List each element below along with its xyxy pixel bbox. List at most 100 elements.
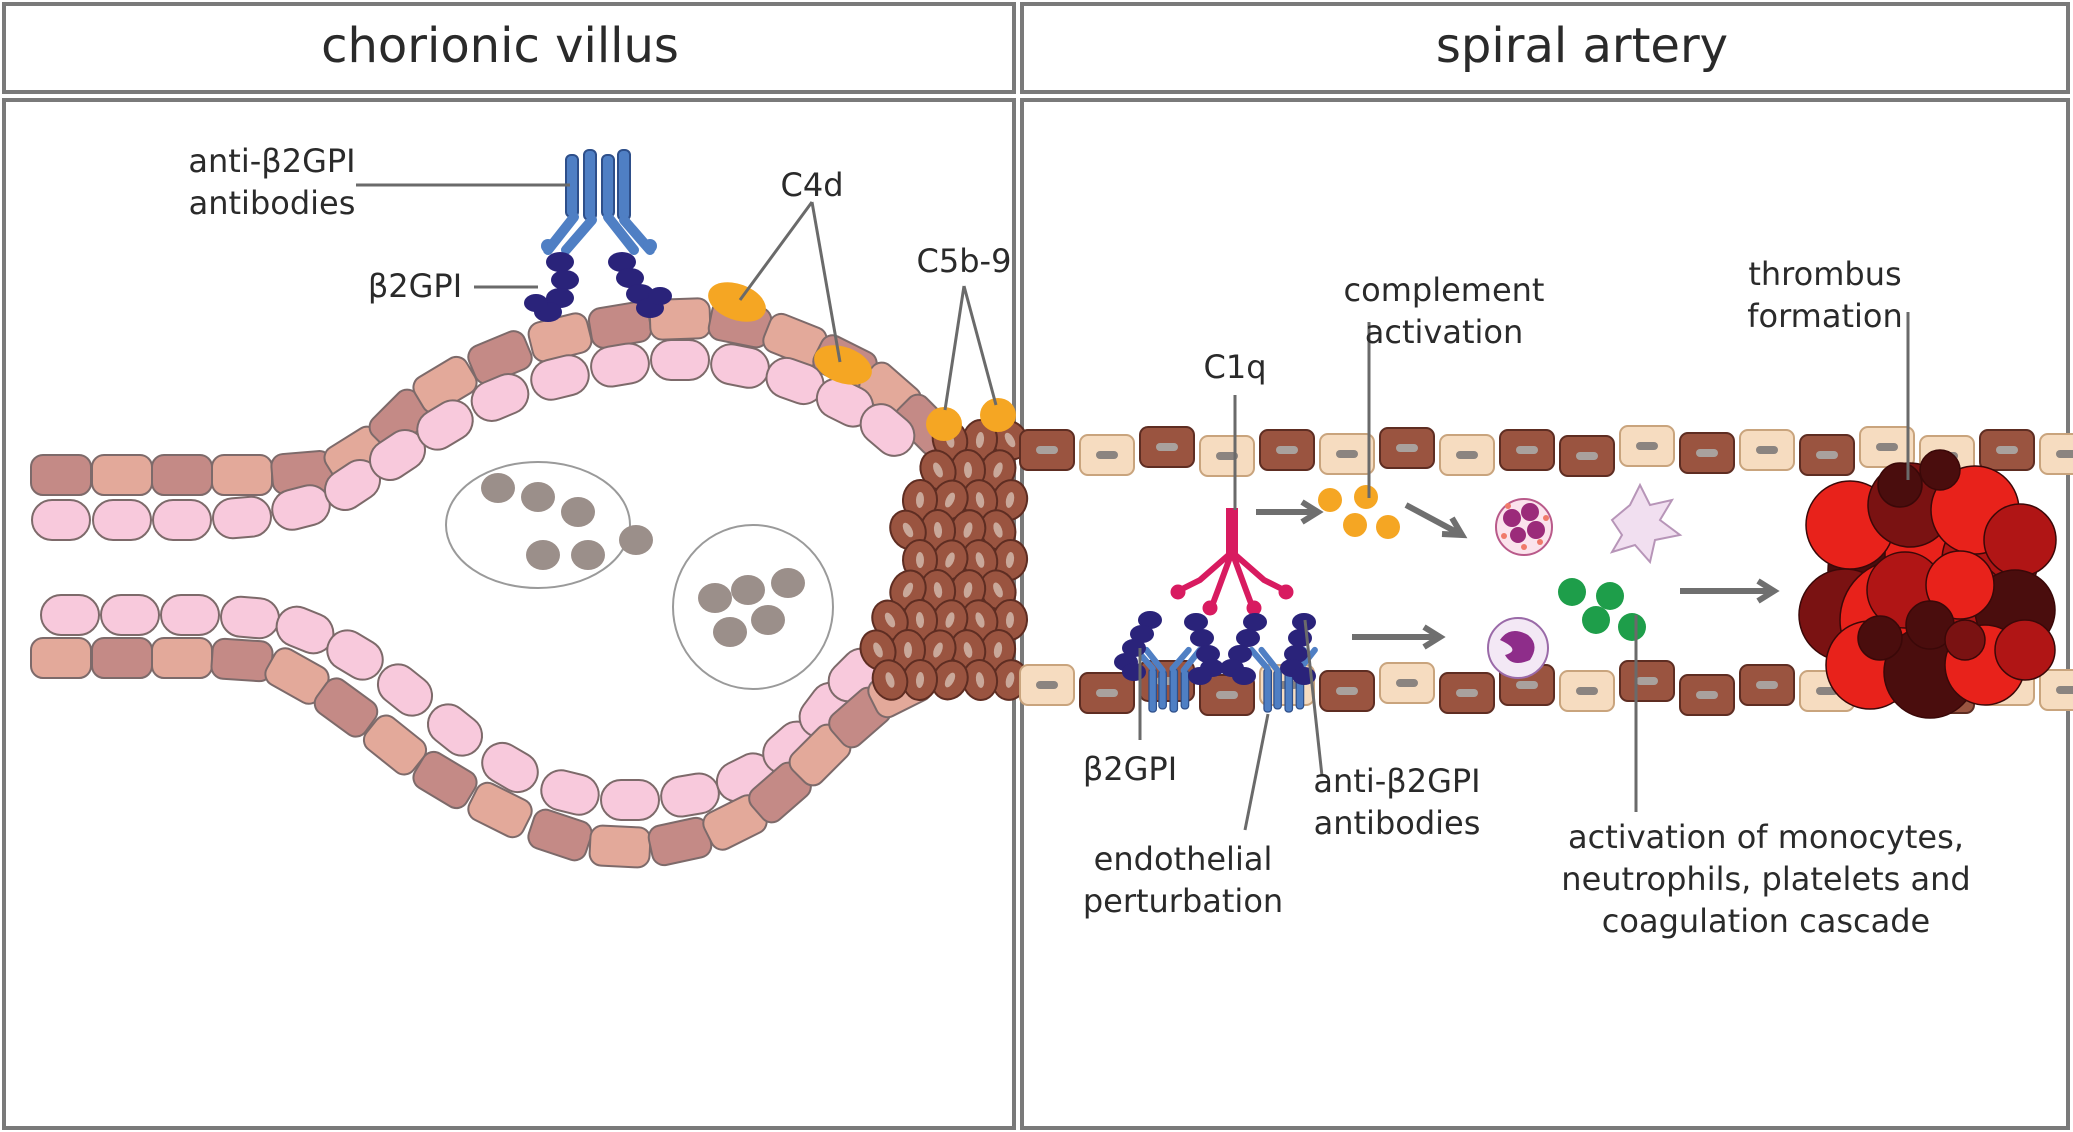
- b2gpi-icon: [1220, 613, 1267, 685]
- label-b2gpi-left: β2GPI: [368, 267, 462, 305]
- trophoblast-cell: [92, 499, 152, 541]
- trophoblast-cell: [151, 637, 213, 679]
- thrombus-cell: [1857, 615, 1903, 661]
- trophoblast-cell: [590, 342, 650, 388]
- trophoblast-cell: [470, 373, 530, 422]
- label-c1q: C1q: [1203, 348, 1266, 386]
- endothelial-cell: [1739, 429, 1795, 471]
- trophoblast-cell: [30, 637, 92, 679]
- monocyte-icon: [1487, 617, 1549, 679]
- right-panel-title: spiral artery: [1436, 18, 1728, 74]
- thrombus-icon: [1798, 449, 2057, 719]
- thrombus-cell: [1983, 503, 2057, 577]
- c4d-complement-icon: [708, 282, 872, 385]
- arrow-complement-to-cells: [1404, 502, 1464, 538]
- trophoblast-cell: [211, 454, 273, 496]
- trophoblast-cell: [220, 595, 280, 640]
- label-anti-b2gpi-left: anti-β2GPI: [188, 142, 355, 180]
- cluster-cell: [961, 659, 999, 701]
- thrombus-cell: [1919, 449, 1961, 491]
- thrombus-cell: [1994, 619, 2056, 681]
- trophoblast-cell: [376, 663, 434, 717]
- trophoblast-cell: [91, 454, 153, 496]
- c5b9-complement-icon: [926, 398, 1016, 441]
- arrowhead: [1422, 624, 1446, 650]
- endothelial-cell: [1079, 434, 1135, 476]
- trophoblast-cell: [467, 781, 533, 839]
- endothelial-cell: [1259, 429, 1315, 471]
- b2gpi-icon: [1114, 611, 1162, 681]
- endothelial-cell: [1859, 426, 1915, 468]
- label-activation: activation: [1365, 313, 1523, 351]
- trophoblast-cell: [650, 339, 710, 381]
- label-activation-line3: coagulation cascade: [1602, 902, 1930, 940]
- trophoblast-cell: [540, 769, 600, 816]
- trophoblast-cell: [100, 594, 160, 636]
- endothelial-cell: [1799, 434, 1855, 476]
- endothelial-cell: [2039, 433, 2073, 475]
- process-arrows: [1256, 499, 1780, 650]
- endothelial-cell: [1739, 664, 1795, 706]
- label-b2gpi-right: β2GPI: [1083, 750, 1177, 788]
- trophoblast-cell: [30, 454, 92, 496]
- arrowhead: [1300, 499, 1324, 525]
- trophoblast-cell: [210, 637, 274, 683]
- endothelial-cell: [1439, 434, 1495, 476]
- endothelial-cell: [1319, 433, 1375, 475]
- endothelial-cell: [1619, 425, 1675, 467]
- label-endothelial: endothelial: [1094, 840, 1273, 878]
- endothelial-cell: [1679, 432, 1735, 474]
- endothelial-cell: [1559, 670, 1615, 712]
- endothelial-cell: [1619, 660, 1675, 702]
- trophoblast-cell: [91, 637, 153, 679]
- trophoblast-cell: [326, 629, 384, 681]
- trophoblast-cell: [859, 403, 916, 457]
- b2gpi-icon: [524, 252, 672, 322]
- arrowhead: [1756, 578, 1780, 604]
- trophoblast-cell: [160, 594, 220, 636]
- arrowhead: [1441, 516, 1468, 539]
- endothelial-cell: [1379, 662, 1435, 704]
- endothelial-cell: [1979, 429, 2035, 471]
- label-activation-line2: neutrophils, platelets and: [1561, 860, 1970, 898]
- endothelial-cell: [1199, 435, 1255, 477]
- trophoblast-cell: [362, 714, 428, 776]
- leader-lines: [356, 183, 1910, 831]
- thrombus-cell: [1925, 550, 1995, 620]
- endothelial-cell: [1019, 429, 1075, 471]
- trophoblast-cell: [151, 454, 213, 496]
- left-title-box: [2, 2, 1016, 94]
- platelet-activation-icon: [1558, 578, 1646, 641]
- label-c5b9: C5b-9: [917, 242, 1012, 280]
- extravillous-trophoblast-cluster: [859, 419, 1029, 701]
- endothelial-cell: [1079, 672, 1135, 714]
- trophoblast-cell: [212, 495, 272, 540]
- c1q-icon: [1170, 508, 1294, 616]
- label-antibodies-right: antibodies: [1314, 804, 1481, 842]
- label-complement: complement: [1344, 271, 1545, 309]
- endothelial-cell: [1559, 435, 1615, 477]
- thrombus-cell: [1877, 462, 1923, 508]
- label-thrombus: thrombus: [1748, 255, 1901, 293]
- cluster-cell: [901, 659, 939, 701]
- fetal-vessel-2: [672, 524, 834, 690]
- antibody-icon: [541, 149, 657, 255]
- left-panel-title: chorionic villus: [321, 18, 679, 74]
- label-antibodies-left: antibodies: [189, 184, 356, 222]
- trophoblast-cell: [527, 808, 593, 862]
- labels: anti-β2GPI antibodies β2GPI C4d C5b-9 co…: [188, 142, 1970, 940]
- antibody-icon: [1133, 646, 1203, 713]
- chorionic-villus: [30, 297, 957, 869]
- cluster-cell: [871, 659, 909, 701]
- cluster-cell: [901, 479, 939, 521]
- trophoblast-cell: [710, 343, 770, 389]
- complement-activation-icon: [1318, 485, 1400, 539]
- endothelial-cell: [1439, 672, 1495, 714]
- fetal-vessel-1: [445, 461, 653, 589]
- endothelial-cell: [1019, 664, 1075, 706]
- trophoblast-cell: [152, 499, 212, 541]
- b2gpi-icon: [1184, 613, 1224, 685]
- trophoblast-cell: [40, 594, 100, 636]
- label-activation-line1: activation of monocytes,: [1568, 818, 1964, 856]
